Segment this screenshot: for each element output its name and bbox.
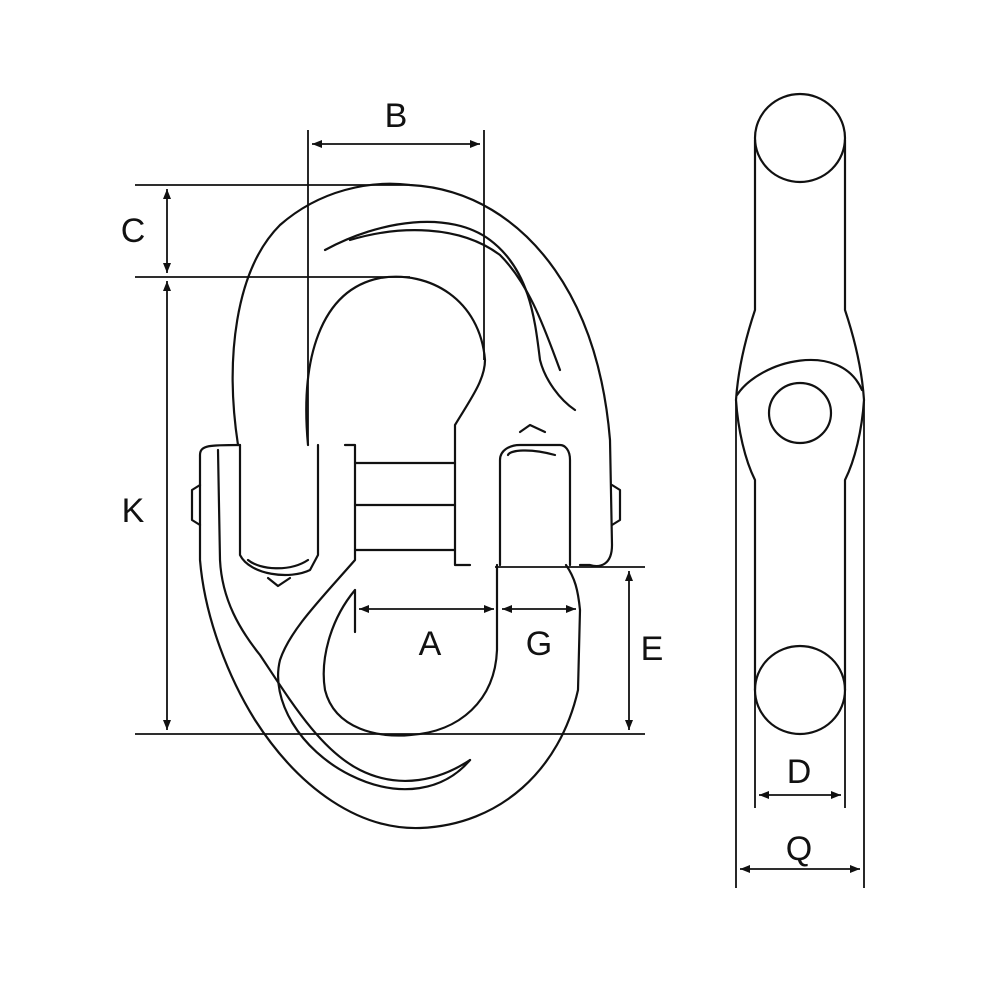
label-b: B xyxy=(385,97,408,135)
front-view xyxy=(190,182,622,830)
label-c: C xyxy=(121,212,146,250)
label-e: E xyxy=(641,630,664,668)
side-view xyxy=(734,92,866,736)
side-dimensions: D Q xyxy=(735,400,865,888)
front-dimensions: B C K A G E xyxy=(121,97,664,735)
label-q: Q xyxy=(786,830,812,868)
label-k: K xyxy=(122,492,145,530)
label-a: A xyxy=(419,625,442,663)
label-g: G xyxy=(526,625,552,663)
label-d: D xyxy=(787,753,812,791)
